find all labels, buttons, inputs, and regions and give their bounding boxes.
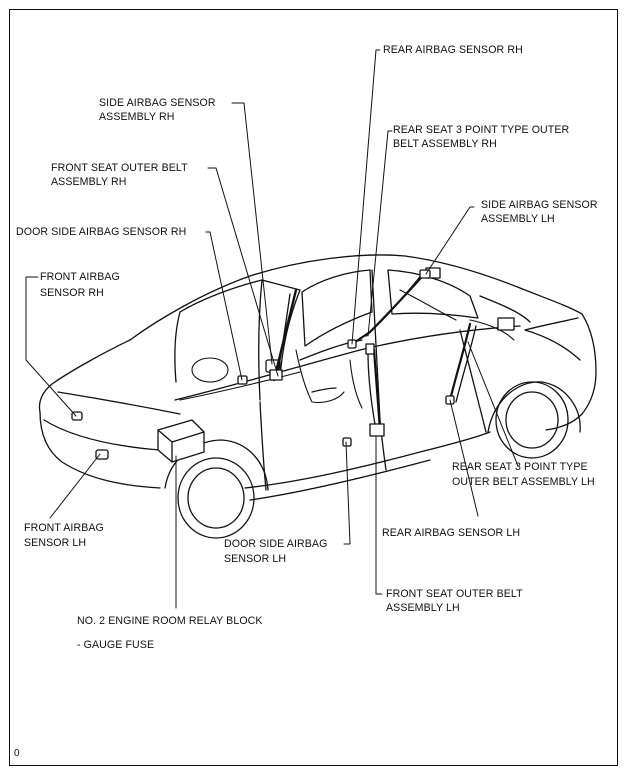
label-front-airbag-sensor-rh-line1: FRONT AIRBAG xyxy=(40,271,120,283)
label-door-side-airbag-sensor-rh: DOOR SIDE AIRBAG SENSOR RH xyxy=(16,226,187,238)
label-front-airbag-sensor-rh-line2: SENSOR RH xyxy=(40,287,104,299)
label-front-airbag-sensor-lh-line1: FRONT AIRBAG xyxy=(24,522,104,534)
diagram-frame xyxy=(9,9,618,766)
label-side-airbag-sensor-lh-line1: SIDE AIRBAG SENSOR xyxy=(481,199,598,211)
label-side-airbag-sensor-rh-line1: SIDE AIRBAG SENSOR xyxy=(99,97,216,109)
door-side-airbag-sensor-lh xyxy=(342,437,352,447)
front-seat-belt-rh xyxy=(269,288,298,382)
label-door-side-airbag-sensor-lh-line1: DOOR SIDE AIRBAG xyxy=(224,538,328,550)
label-side-airbag-sensor-lh-line2: ASSEMBLY LH xyxy=(481,213,555,225)
figure-code: 0 xyxy=(14,748,20,759)
label-front-seat-belt-rh-line1: FRONT SEAT OUTER BELT xyxy=(51,162,188,174)
label-rear-airbag-sensor-rh: REAR AIRBAG SENSOR RH xyxy=(383,44,523,56)
front-wheel xyxy=(164,439,269,539)
label-front-airbag-sensor-lh-line2: SENSOR LH xyxy=(24,537,87,549)
car-body-outline xyxy=(38,254,597,501)
front-airbag-sensor-lh xyxy=(95,449,109,460)
label-front-seat-belt-lh-line2: ASSEMBLY LH xyxy=(386,602,460,614)
label-rear-seat-belt-rh-line1: REAR SEAT 3 POINT TYPE OUTER xyxy=(393,124,570,136)
rear-seat-belt-rh xyxy=(350,266,441,346)
label-front-seat-belt-rh-line2: ASSEMBLY RH xyxy=(51,176,127,188)
label-front-seat-belt-lh-line1: FRONT SEAT OUTER BELT xyxy=(386,588,523,600)
side-airbag-sensor-lh xyxy=(419,269,431,279)
label-side-airbag-sensor-rh-line2: ASSEMBLY RH xyxy=(99,111,175,123)
label-rear-seat-belt-rh-line2: BELT ASSEMBLY RH xyxy=(393,138,497,150)
rear-wheel xyxy=(487,381,581,459)
car-interior xyxy=(179,289,515,409)
rear-seat-belt-lh xyxy=(448,317,515,403)
label-gauge-fuse: - GAUGE FUSE xyxy=(77,639,155,651)
label-rear-seat-belt-lh-line2: OUTER BELT ASSEMBLY LH xyxy=(452,476,595,488)
relay-block xyxy=(157,419,205,463)
car-windows xyxy=(174,269,531,421)
label-door-side-airbag-sensor-lh-line2: SENSOR LH xyxy=(224,553,287,565)
front-seat-belt-lh xyxy=(365,343,385,437)
leader-lines xyxy=(25,49,519,609)
label-rear-seat-belt-lh-line1: REAR SEAT 3 POINT TYPE xyxy=(452,461,588,473)
label-relay-block: NO. 2 ENGINE ROOM RELAY BLOCK xyxy=(77,615,263,627)
label-rear-airbag-sensor-lh: REAR AIRBAG SENSOR LH xyxy=(382,527,521,539)
